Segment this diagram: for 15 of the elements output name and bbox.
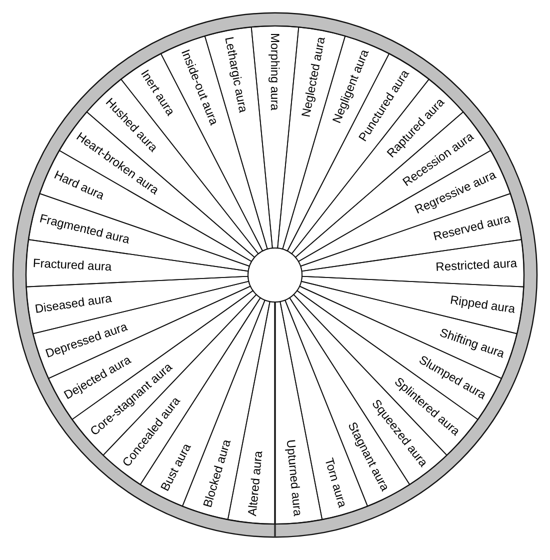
wheel-segment	[251, 26, 299, 249]
segment-label: Altered aura	[245, 450, 266, 517]
segment-label: Torn aura	[322, 456, 350, 510]
segment-label: Lethargic aura	[222, 36, 251, 114]
segment-label: Upturned aura	[284, 438, 305, 517]
segment-label: Diseased aura	[34, 292, 114, 316]
segment-label: Ripped aura	[448, 293, 516, 316]
segment-label: Neglected aura	[298, 36, 328, 119]
segment-label: Blocked aura	[200, 438, 234, 510]
wheel-segment	[301, 239, 524, 287]
segment-label: Fractured aura	[32, 256, 112, 274]
segment-label: Morphing aura	[268, 33, 282, 110]
segment-label: Restricted aura	[435, 256, 518, 274]
wheel-segment	[275, 301, 323, 524]
segment-label: Bust aura	[158, 441, 194, 494]
